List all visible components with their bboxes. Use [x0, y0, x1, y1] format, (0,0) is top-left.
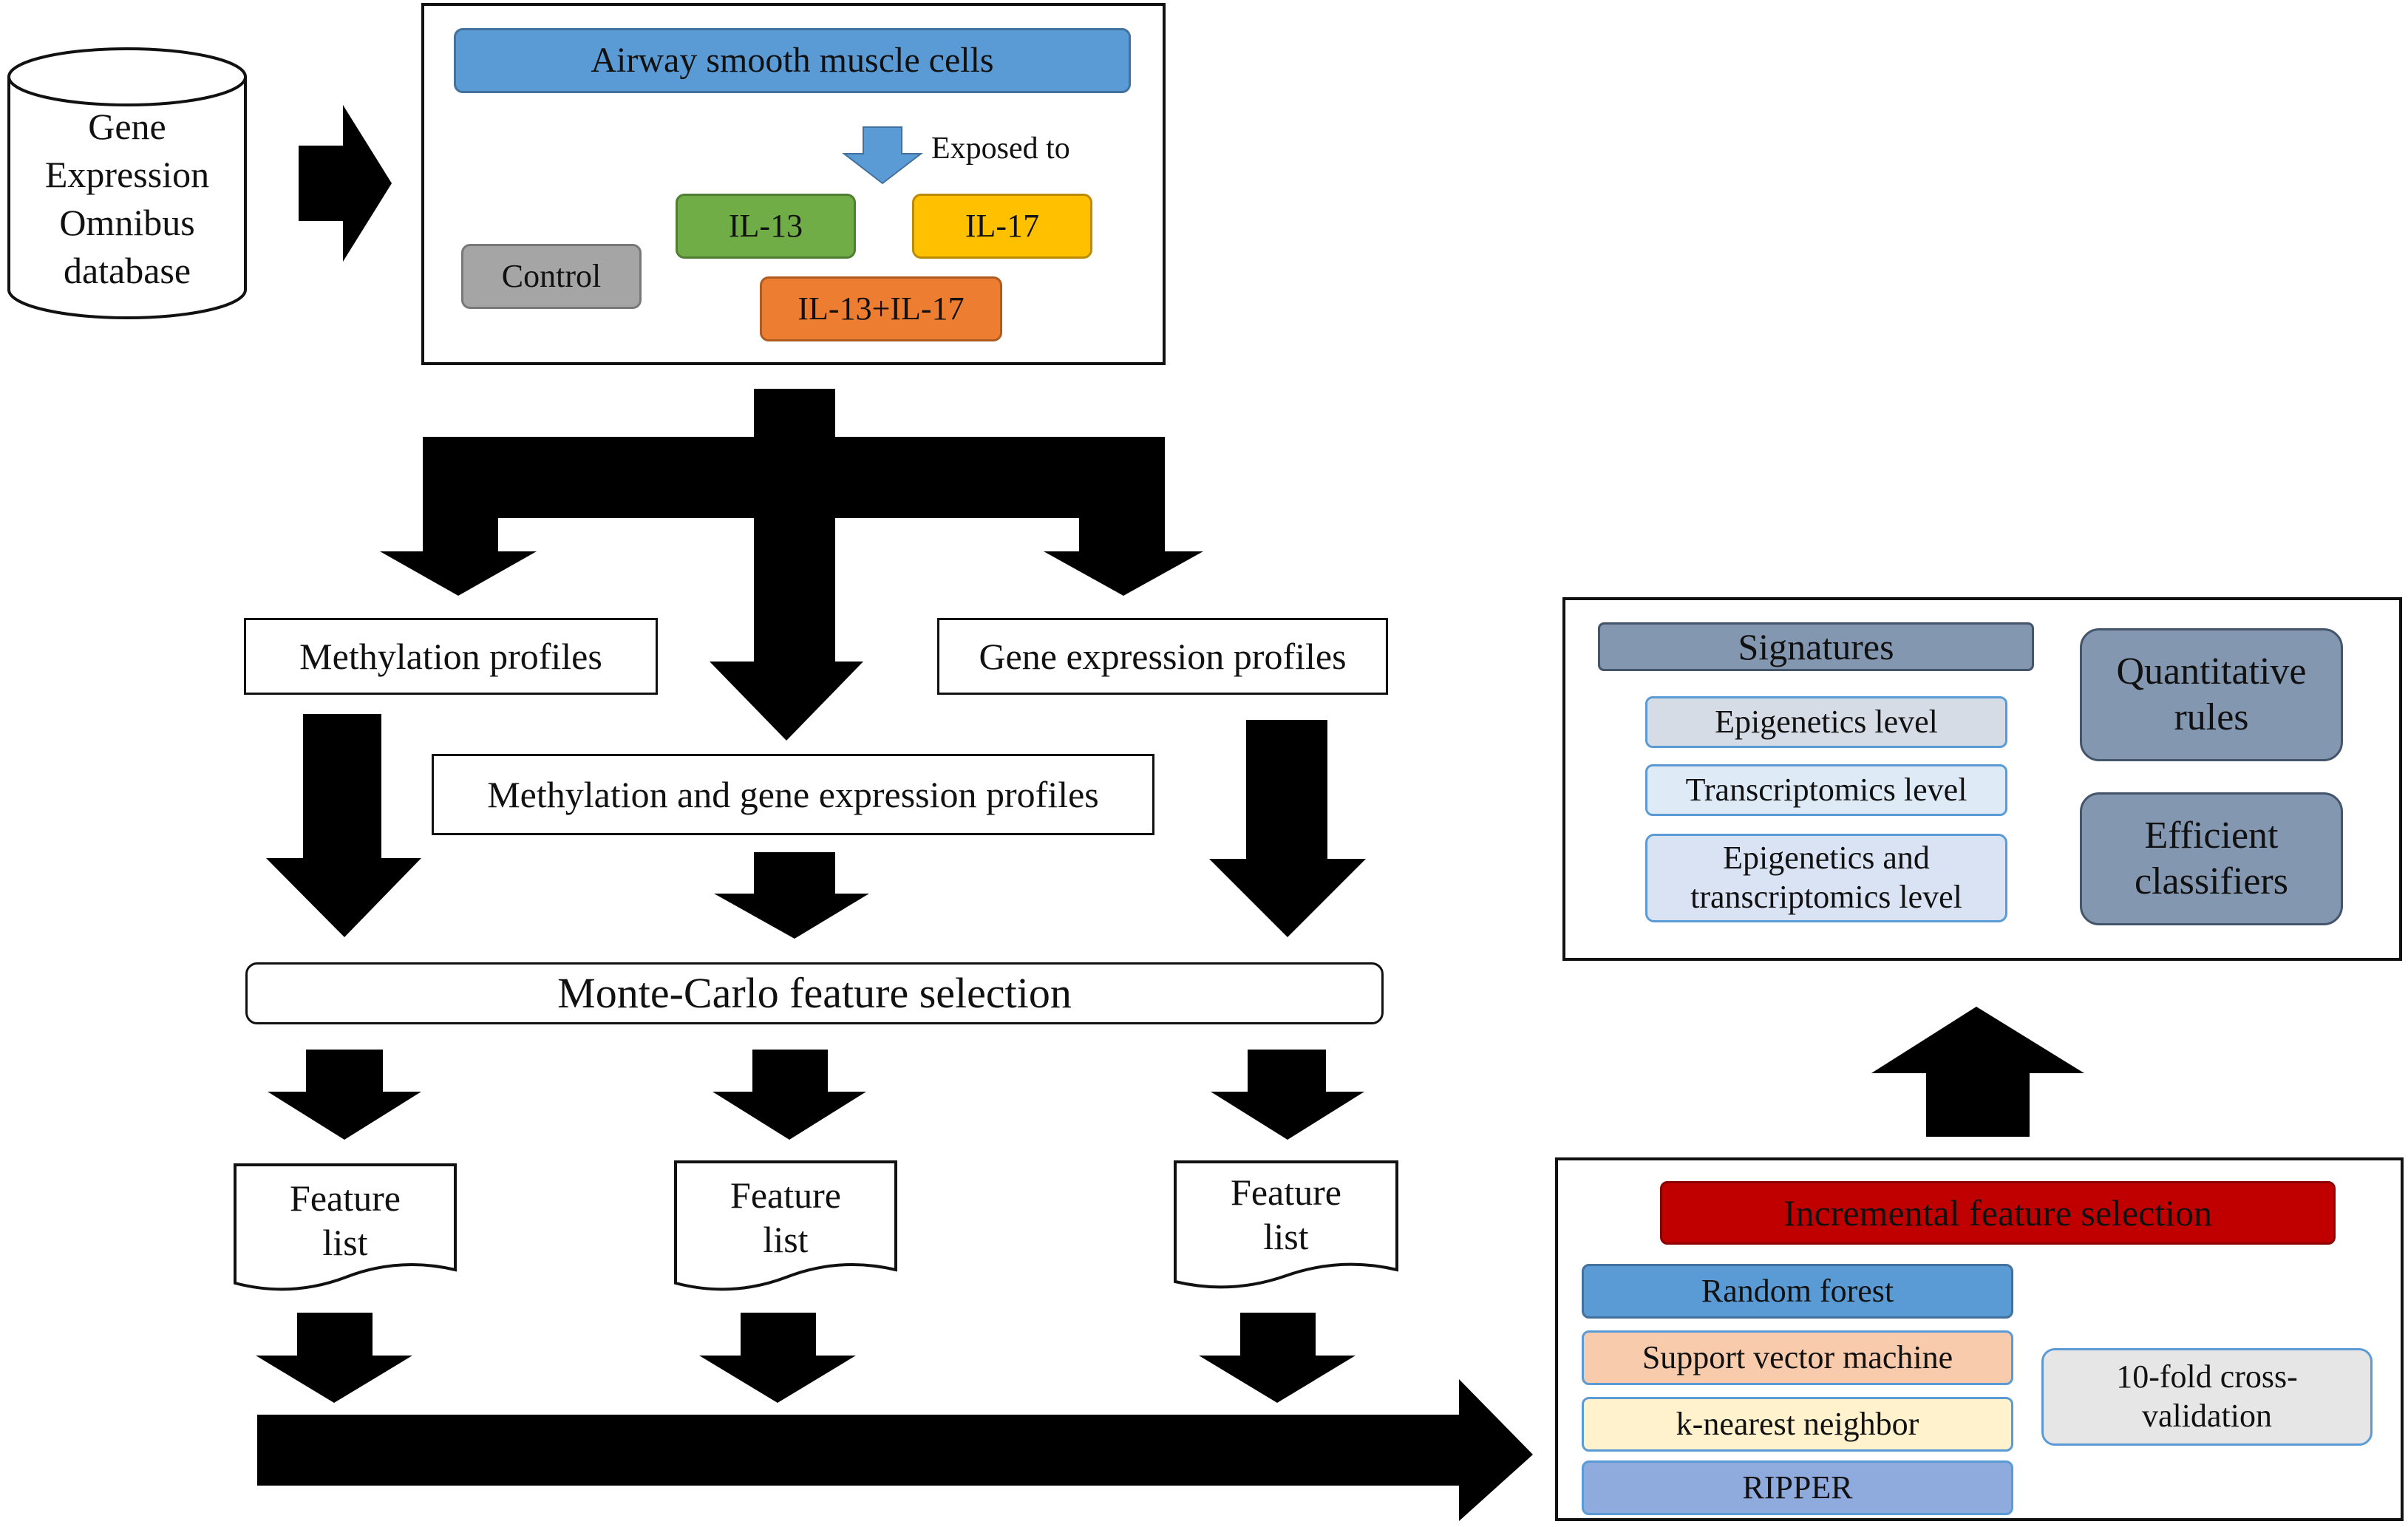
cells-title-box: Airway smooth muscle cells: [454, 28, 1131, 93]
level-both: Epigenetics and transcriptomics level: [1645, 834, 2007, 922]
feature-list-2-line1: Feature: [730, 1174, 841, 1216]
feature-list-2-line2: list: [763, 1219, 809, 1260]
arrow-right-large-icon: [257, 1379, 1533, 1521]
feature-list-3-line1: Feature: [1231, 1171, 1341, 1213]
classifier-svm: Support vector machine: [1582, 1330, 2013, 1385]
arrow-down-list3-icon: [1211, 1050, 1364, 1140]
database-label-line4: database: [63, 250, 191, 291]
quantitative-rules-box: Quantitative rules: [2080, 628, 2343, 761]
feature-list-1-line1: Feature: [290, 1177, 401, 1219]
level-transcriptomics: Transcriptomics level: [1645, 764, 2007, 816]
group-combo: IL-13+IL-17: [760, 276, 1002, 341]
arrow-down-small-icon: [842, 126, 923, 185]
feature-list-label-3: Feature list: [1178, 1163, 1394, 1265]
rules-line2: rules: [2174, 696, 2249, 738]
mcfs-box: Monte-Carlo feature selection: [245, 962, 1384, 1024]
arrow-down-combined-icon: [714, 852, 869, 939]
efficient-classifiers-box: Efficient classifiers: [2080, 792, 2343, 925]
level-both-line1: Epigenetics and: [1723, 840, 1930, 877]
arrow-up-icon: [1871, 1007, 2084, 1137]
feature-list-1-line2: list: [322, 1222, 368, 1263]
classifier-knn: k-nearest neighbor: [1582, 1397, 2013, 1452]
arrow-down-methylation-icon: [266, 714, 421, 937]
feature-list-3-line2: list: [1263, 1216, 1309, 1257]
feature-list-label-1: Feature list: [238, 1169, 452, 1271]
arrow-down-gene-icon: [1209, 720, 1366, 937]
classifier-ripper: RIPPER: [1582, 1460, 2013, 1515]
classifiers-line1: Efficient: [2144, 814, 2279, 857]
cross-validation-box: 10-fold cross- validation: [2041, 1348, 2373, 1446]
classifier-random-forest: Random forest: [1582, 1264, 2013, 1319]
group-il13: IL-13: [676, 194, 856, 259]
exposed-to-label: Exposed to: [931, 131, 1070, 166]
split-arrow-icon: [380, 389, 1203, 741]
classifiers-line2: classifiers: [2135, 860, 2288, 902]
feature-list-doc-1: [234, 1163, 457, 1291]
database-label-line1: Gene: [88, 106, 166, 147]
database-label-line3: Omnibus: [59, 202, 195, 243]
rules-line1: Quantitative: [2116, 650, 2307, 693]
feature-list-doc-2: [674, 1160, 897, 1291]
signatures-box: Signatures: [1598, 622, 2034, 671]
group-il17: IL-17: [912, 194, 1092, 259]
feature-list-label-2: Feature list: [678, 1166, 893, 1268]
database-label-line2: Expression: [44, 154, 210, 195]
group-control: Control: [461, 244, 642, 309]
feature-list-doc-3: [1174, 1160, 1398, 1289]
arrow-down-list1-icon: [268, 1050, 421, 1140]
arrow-down-bar3-icon: [1199, 1313, 1356, 1403]
database-label: Gene Expression Omnibus database: [16, 102, 238, 296]
arrow-down-list2-icon: [712, 1050, 866, 1140]
arrow-right-icon: [299, 105, 392, 262]
gene-expression-profiles-box: Gene expression profiles: [937, 618, 1388, 695]
level-both-line2: transcriptomics level: [1690, 879, 1962, 915]
cv-line2: validation: [2142, 1398, 2272, 1434]
arrow-down-bar1-icon: [256, 1313, 412, 1403]
arrow-down-bar2-icon: [699, 1313, 856, 1403]
methylation-profiles-box: Methylation profiles: [244, 618, 658, 695]
level-epigenetics: Epigenetics level: [1645, 696, 2007, 748]
ifs-title-box: Incremental feature selection: [1660, 1181, 2336, 1245]
database-cylinder-icon: [7, 47, 247, 319]
cv-line1: 10-fold cross-: [2116, 1358, 2298, 1395]
combined-profiles-box: Methylation and gene expression profiles: [432, 754, 1154, 835]
